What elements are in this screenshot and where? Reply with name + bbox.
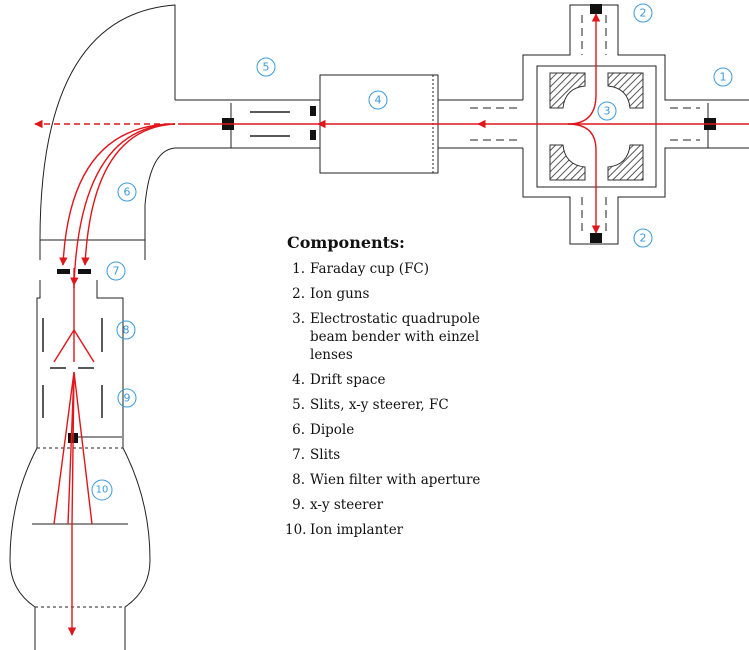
dipole-exit bbox=[39, 240, 146, 260]
tag-7: 7 bbox=[113, 265, 120, 278]
list-item: 6.Dipole bbox=[292, 422, 355, 438]
tag-9: 9 bbox=[124, 392, 131, 405]
list-item: 9.x-y steerer bbox=[292, 497, 384, 513]
list-item: 10.Ion implanter bbox=[285, 522, 404, 538]
quadrupole-housing bbox=[522, 4, 749, 245]
tag-4: 4 bbox=[375, 94, 382, 107]
component-number-tags bbox=[91, 3, 733, 501]
list-item: 2.Ion guns bbox=[292, 286, 370, 302]
ion-beam-paths bbox=[34, 13, 749, 636]
tag-5: 5 bbox=[263, 61, 270, 74]
tag-1: 1 bbox=[720, 71, 727, 84]
tag-10: 10 bbox=[96, 485, 109, 496]
components-list: 1.Faraday cup (FC) 2.Ion guns 3.Electros… bbox=[285, 260, 605, 539]
list-item: 3.Electrostatic quadrupole beam bender w… bbox=[292, 311, 480, 363]
tag-3: 3 bbox=[604, 105, 611, 118]
tag-8: 8 bbox=[123, 324, 130, 337]
components-legend: Components: 1.Faraday cup (FC) 2.Ion gun… bbox=[285, 233, 605, 546]
list-item: 1.Faraday cup (FC) bbox=[292, 261, 430, 277]
component-number-labels: 1 2 2 3 4 5 6 7 8 9 10 bbox=[96, 7, 727, 496]
list-item: 7.Slits bbox=[292, 447, 341, 463]
implanter-body bbox=[9, 280, 151, 650]
legend-title: Components: bbox=[287, 233, 405, 252]
tag-2-bottom: 2 bbox=[640, 232, 647, 245]
quadrupole-electrodes bbox=[549, 72, 644, 181]
list-item: 5.Slits, x-y steerer, FC bbox=[292, 397, 449, 413]
tag-6: 6 bbox=[124, 186, 131, 199]
list-item: 8.Wien filter with aperture bbox=[292, 472, 481, 488]
tag-2-top: 2 bbox=[640, 7, 647, 20]
dipole-chamber bbox=[39, 4, 176, 241]
list-item: 4.Drift space bbox=[292, 372, 386, 388]
